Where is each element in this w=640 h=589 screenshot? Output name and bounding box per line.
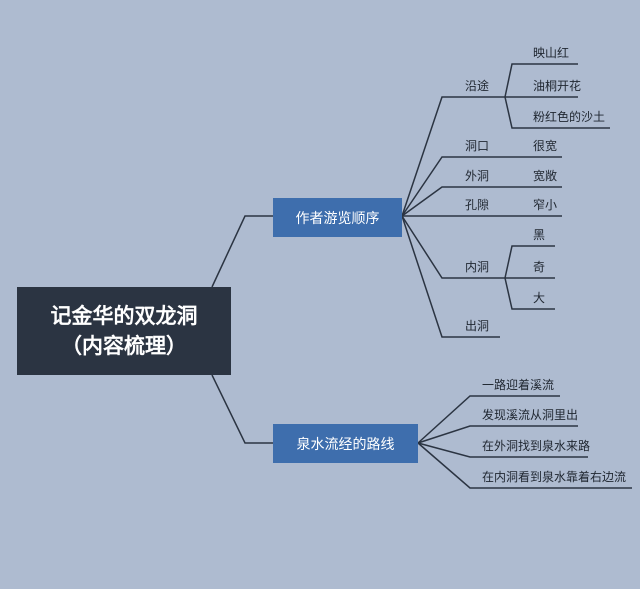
detail-da[interactable]: 大 [533, 291, 546, 305]
branch-tour-order[interactable]: 作者游览顺序 [273, 198, 402, 237]
node-dongkou[interactable]: 洞口 [465, 139, 490, 153]
branch-tour-order-label: 作者游览顺序 [295, 210, 380, 227]
detail-yingshanhong[interactable]: 映山红 [533, 46, 570, 60]
connector-b1-neidong [401, 215, 505, 279]
connector-root-branch2 [211, 374, 273, 444]
detail-zhaixiao[interactable]: 窄小 [533, 198, 558, 212]
connector-yantu-1 [504, 63, 578, 98]
connector-yantu-3 [504, 96, 610, 129]
connector-neidong-1 [504, 245, 555, 279]
node-kongxi[interactable]: 孔隙 [465, 198, 490, 212]
route-item-3[interactable]: 在外洞找到泉水来路 [482, 439, 591, 453]
branch-spring-route[interactable]: 泉水流经的路线 [273, 424, 418, 463]
root-subtitle: （内容梳理） [61, 334, 187, 358]
node-yantu[interactable]: 沿途 [465, 79, 490, 93]
connector-b2-1 [417, 395, 560, 444]
detail-kuanchang[interactable]: 宽敞 [533, 169, 558, 183]
node-chudong[interactable]: 出洞 [465, 319, 490, 333]
detail-henkuan[interactable]: 很宽 [533, 139, 558, 153]
detail-youtong[interactable]: 油桐开花 [533, 79, 582, 93]
detail-qi[interactable]: 奇 [533, 260, 546, 274]
connector-b2-4 [417, 442, 632, 489]
connector-b2-3 [417, 442, 588, 458]
connector-b1-yantu [401, 96, 505, 217]
connector-b2-2 [417, 425, 578, 444]
node-waidong[interactable]: 外洞 [465, 169, 490, 183]
route-item-2[interactable]: 发现溪流从洞里出 [482, 408, 579, 422]
branch-spring-route-label: 泉水流经的路线 [296, 436, 395, 453]
connector-neidong-3 [504, 277, 555, 310]
root-node[interactable]: 记金华的双龙洞 （内容梳理） [17, 287, 231, 375]
detail-shatu[interactable]: 粉红色的沙土 [533, 110, 606, 124]
connector-b1-waidong [401, 186, 505, 217]
route-item-4[interactable]: 在内洞看到泉水靠着右边流 [482, 470, 627, 484]
detail-hei[interactable]: 黑 [533, 228, 546, 242]
connector-b1-dongkou [401, 156, 505, 217]
root-title: 记金华的双龙洞 [50, 304, 198, 328]
connector-root-branch1 [211, 215, 273, 288]
connector-b1-chudong [401, 215, 500, 338]
node-neidong[interactable]: 内洞 [465, 260, 490, 274]
route-item-1[interactable]: 一路迎着溪流 [482, 378, 555, 392]
